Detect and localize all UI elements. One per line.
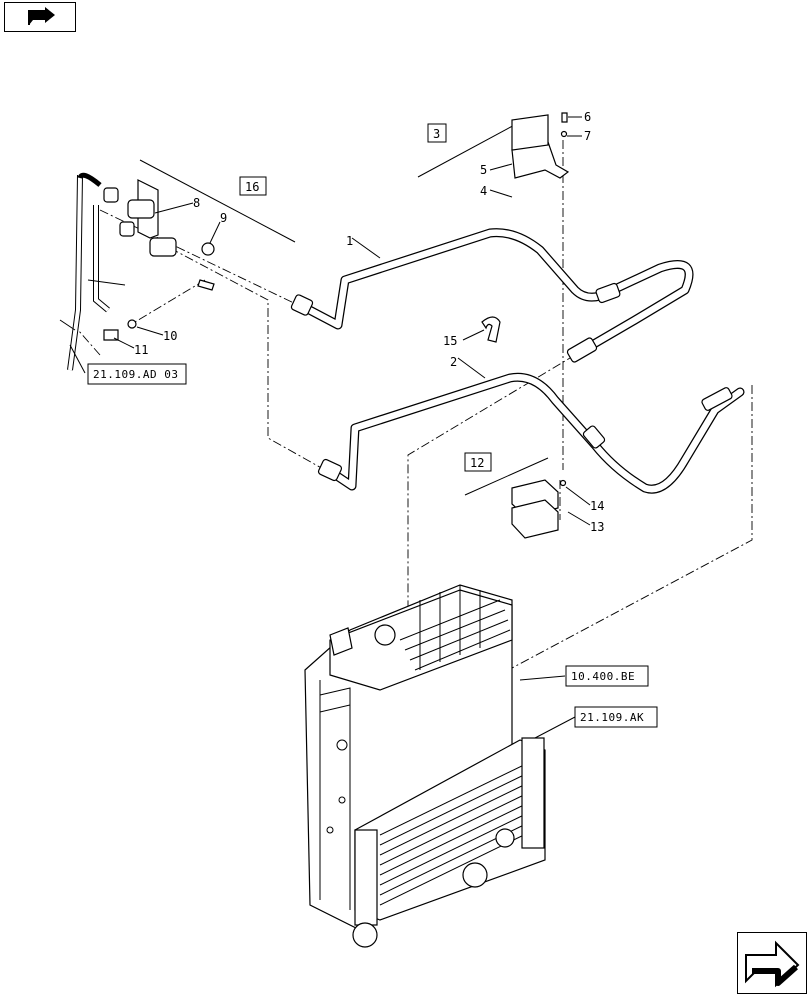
boxed-refs: 3 12 16 bbox=[239, 123, 492, 472]
callout-6: 6 bbox=[584, 110, 591, 124]
callout-7: 7 bbox=[584, 129, 591, 143]
radiator-fins-top bbox=[399, 585, 511, 671]
tube-2 bbox=[317, 372, 745, 494]
callout-leaders bbox=[69, 116, 591, 739]
callout-1: 1 bbox=[346, 234, 353, 248]
callout-4: 4 bbox=[480, 184, 487, 198]
tube-1 bbox=[290, 228, 694, 363]
callout-labels: 1 2 4 5 6 7 8 9 10 11 13 14 15 bbox=[134, 110, 604, 534]
callout-8: 8 bbox=[193, 196, 200, 210]
callout-5: 5 bbox=[480, 163, 487, 177]
section-ref-10-400-be[interactable]: 10.400.BE bbox=[565, 665, 649, 687]
svg-text:21.109.AD 03: 21.109.AD 03 bbox=[93, 368, 178, 381]
callout-15: 15 bbox=[443, 334, 457, 348]
callout-14: 14 bbox=[590, 499, 604, 513]
back-arrow-icon bbox=[28, 7, 55, 25]
bracket-lines bbox=[139, 121, 549, 496]
bracket-5 bbox=[511, 112, 570, 179]
section-ref-21-109-ad-03[interactable]: 21.109.AD 03 bbox=[87, 363, 187, 385]
svg-text:16: 16 bbox=[245, 180, 259, 194]
callout-11: 11 bbox=[134, 343, 148, 357]
callout-9: 9 bbox=[220, 211, 227, 225]
radiator-assembly bbox=[304, 584, 546, 948]
callout-13: 13 bbox=[590, 520, 604, 534]
section-ref-21-109-ak[interactable]: 21.109.AK bbox=[574, 706, 658, 728]
forward-arrow-icon bbox=[745, 940, 800, 988]
svg-text:3: 3 bbox=[433, 127, 440, 141]
svg-text:12: 12 bbox=[470, 456, 484, 470]
forward-button[interactable] bbox=[737, 932, 807, 994]
block-13 bbox=[511, 479, 567, 539]
callout-10: 10 bbox=[163, 329, 177, 343]
boxed-ref-16[interactable]: 16 bbox=[239, 176, 267, 196]
boxed-ref-3[interactable]: 3 bbox=[427, 123, 447, 143]
section-refs: 21.109.AD 03 10.400.BE 21.109.AK bbox=[87, 363, 658, 728]
left-fittings bbox=[59, 172, 215, 371]
svg-text:10.400.BE: 10.400.BE bbox=[571, 670, 635, 683]
callout-2: 2 bbox=[450, 355, 457, 369]
svg-text:21.109.AK: 21.109.AK bbox=[580, 711, 644, 724]
boxed-ref-12[interactable]: 12 bbox=[464, 452, 492, 472]
clip-15 bbox=[481, 316, 501, 343]
back-button[interactable] bbox=[4, 2, 76, 32]
